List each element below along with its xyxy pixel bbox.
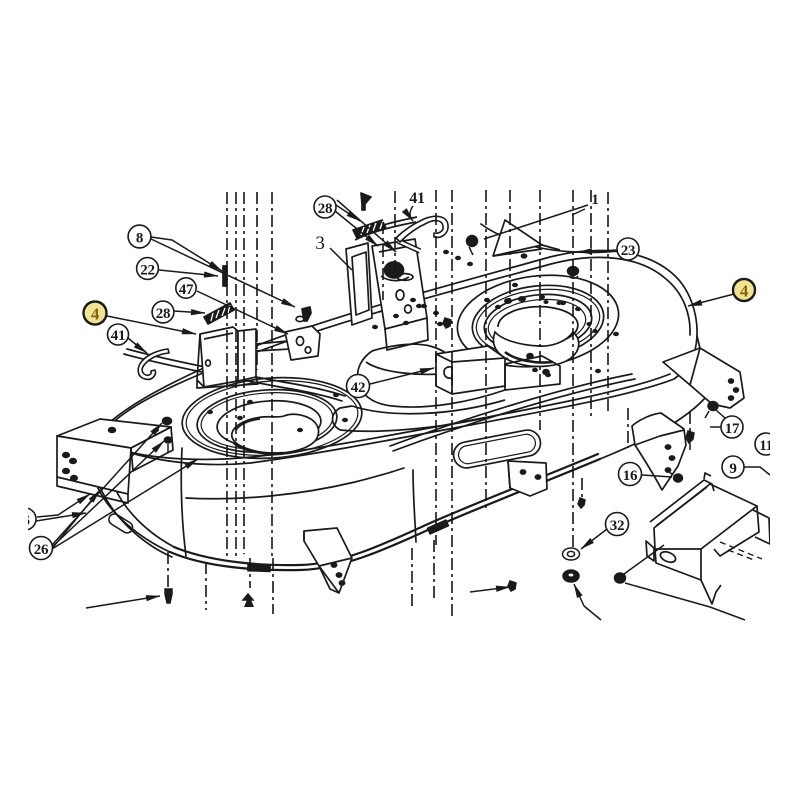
svg-text:42: 42 [351,380,365,396]
svg-text:8: 8 [136,231,143,247]
svg-text:16: 16 [623,468,638,484]
svg-text:47: 47 [179,282,194,298]
svg-text:26: 26 [34,542,49,558]
svg-text:28: 28 [156,306,170,322]
svg-text:11: 11 [759,438,773,454]
svg-text:4: 4 [740,282,749,301]
svg-text:41: 41 [111,328,125,344]
svg-text:17: 17 [725,421,740,437]
svg-text:22: 22 [140,263,154,279]
svg-text:9: 9 [729,461,736,477]
svg-text:3: 3 [315,233,324,254]
svg-text:28: 28 [318,201,332,217]
svg-text:32: 32 [610,518,624,534]
svg-text:4: 4 [91,305,100,324]
svg-text:1: 1 [591,192,598,208]
svg-text:23: 23 [621,243,635,259]
svg-text:41: 41 [409,190,425,207]
